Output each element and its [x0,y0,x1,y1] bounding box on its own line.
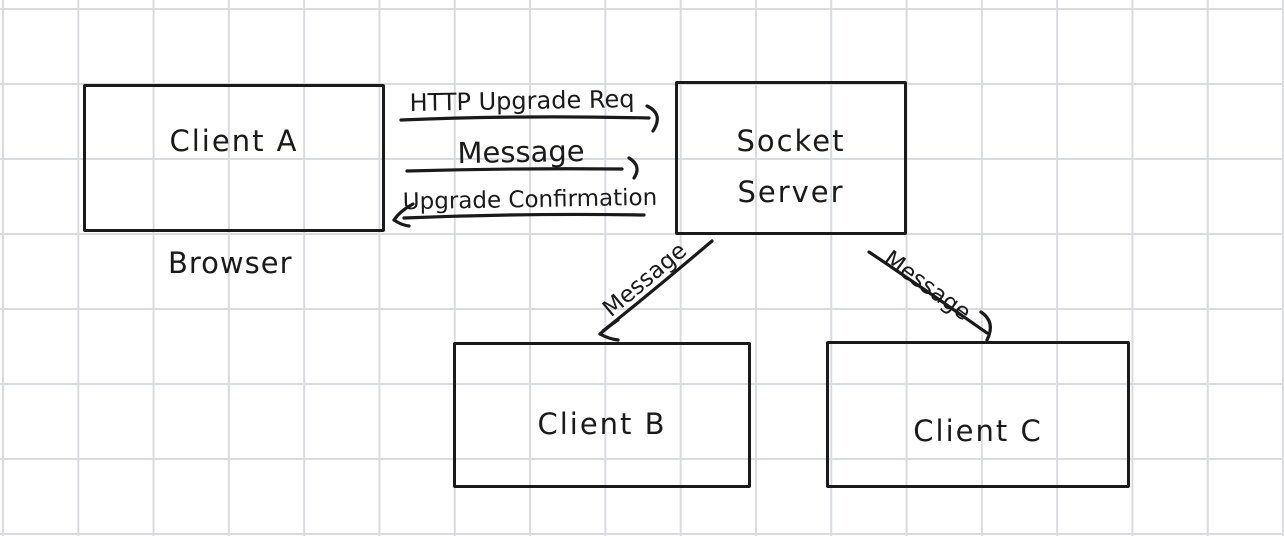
socket-server-node: Socket Server [675,81,907,235]
message-to-client-b-label: Message [598,237,692,323]
client-c-node: Client C [826,341,1130,488]
client-a-label: Client A [169,124,299,158]
client-b-node: Client B [453,342,751,488]
socket-server-label-line2: Server [737,174,845,209]
upgrade-confirmation-label: Upgrade Confirmation [402,184,658,216]
socket-server-label-line1: Socket [736,123,846,158]
client-b-label: Client B [537,407,667,441]
browser-caption: Browser [168,246,293,280]
message-to-client-c-label: Message [878,245,976,327]
http-upgrade-req-label: HTTP Upgrade Req [409,85,635,117]
client-c-label: Client C [913,413,1043,448]
client-a-node: Client A [83,84,385,232]
message-a-server-label: Message [457,133,585,171]
